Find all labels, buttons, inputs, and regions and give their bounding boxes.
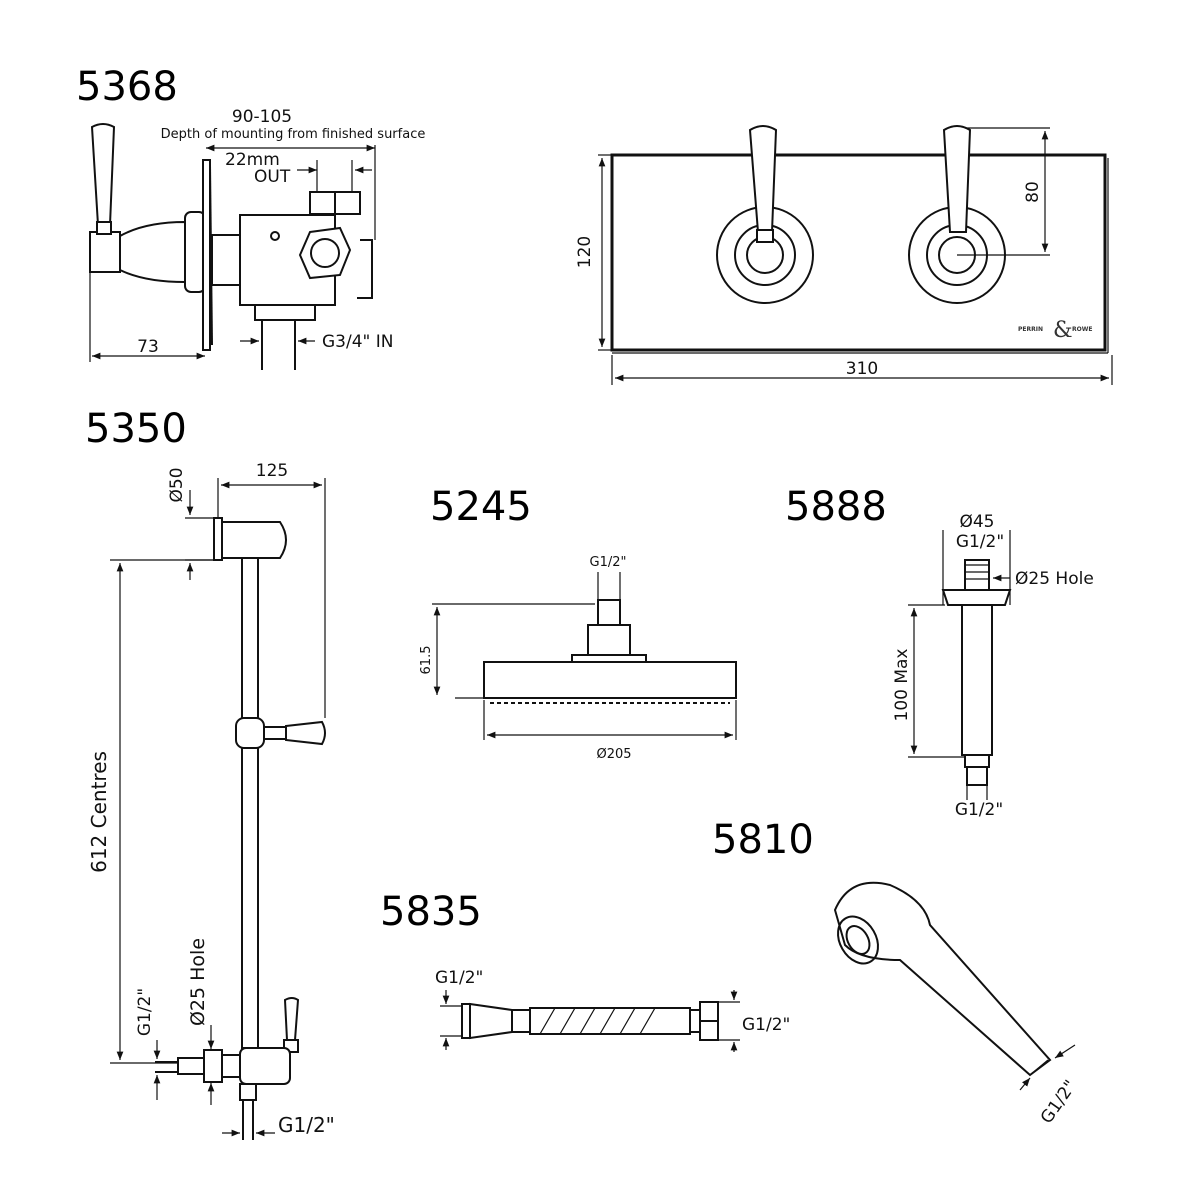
depth-note: Depth of mounting from finished surface [161, 127, 426, 142]
arm-bottom-thread: G1/2" [955, 800, 1003, 820]
arm-top-thread: G1/2" [956, 532, 1004, 552]
bracket-diameter: Ø50 [167, 467, 187, 502]
product-code-5810: 5810 [712, 817, 814, 863]
hose-thread-nut-end: G1/2" [742, 1015, 790, 1035]
rail-inlet-thread: G1/2" [135, 988, 155, 1036]
head-diameter: Ø205 [596, 747, 631, 762]
svg-text:ROWE: ROWE [1072, 326, 1092, 333]
rail-outlet-thread: G1/2" [278, 1113, 335, 1137]
rail-hole-size: Ø25 Hole [187, 938, 209, 1026]
svg-text:&: & [1053, 318, 1073, 343]
product-code-5350: 5350 [85, 406, 187, 452]
outlet-size: 22mm [225, 150, 280, 170]
rail-projection: 125 [256, 461, 288, 481]
centres-dimension: 612 Centres [87, 751, 111, 873]
product-code-5835: 5835 [380, 889, 482, 935]
product-code-5888: 5888 [785, 484, 887, 530]
valve-front-view: 120 80 310 PERRIN & ROWE [575, 125, 1113, 385]
shower-head-drawing: 5245 G1/2" 61.5 Ø205 [419, 484, 737, 762]
projection-dimension: 73 [137, 337, 159, 357]
product-code-5368: 5368 [76, 64, 178, 110]
plate-height: 120 [575, 236, 595, 268]
arm-length: 100 Max [892, 649, 912, 722]
depth-dimension: 90-105 [232, 107, 292, 127]
handset-thread: G1/2" [1037, 1077, 1081, 1128]
ceiling-arm-drawing: 5888 Ø45 G1/2" Ø25 Hole 100 Max G1/2" [785, 484, 1094, 820]
handle-height: 80 [1023, 181, 1043, 203]
riser-rail-drawing: 5350 125 Ø50 612 Centres G1/2" Ø25 Hole … [85, 406, 335, 1140]
hose-thread-conical-end: G1/2" [435, 968, 483, 988]
arm-flange-diameter: Ø45 [959, 512, 994, 532]
perrin-rowe-logo: PERRIN & ROWE [1018, 318, 1092, 343]
product-code-5245: 5245 [430, 484, 532, 530]
hand-shower-drawing: 5810 G1/2" [712, 817, 1081, 1128]
inlet-size: G3/4" IN [322, 332, 394, 352]
head-height: 61.5 [419, 646, 434, 675]
outlet-label: OUT [254, 167, 291, 187]
svg-text:PERRIN: PERRIN [1018, 326, 1043, 333]
head-thread: G1/2" [590, 555, 627, 570]
plate-width: 310 [846, 359, 878, 379]
arm-hole-size: Ø25 Hole [1015, 569, 1094, 589]
shower-hose-drawing: 5835 G1/2" G1/2" [380, 889, 790, 1052]
valve-side-view: 5368 90-105 Depth of mounting from finis… [76, 64, 425, 370]
